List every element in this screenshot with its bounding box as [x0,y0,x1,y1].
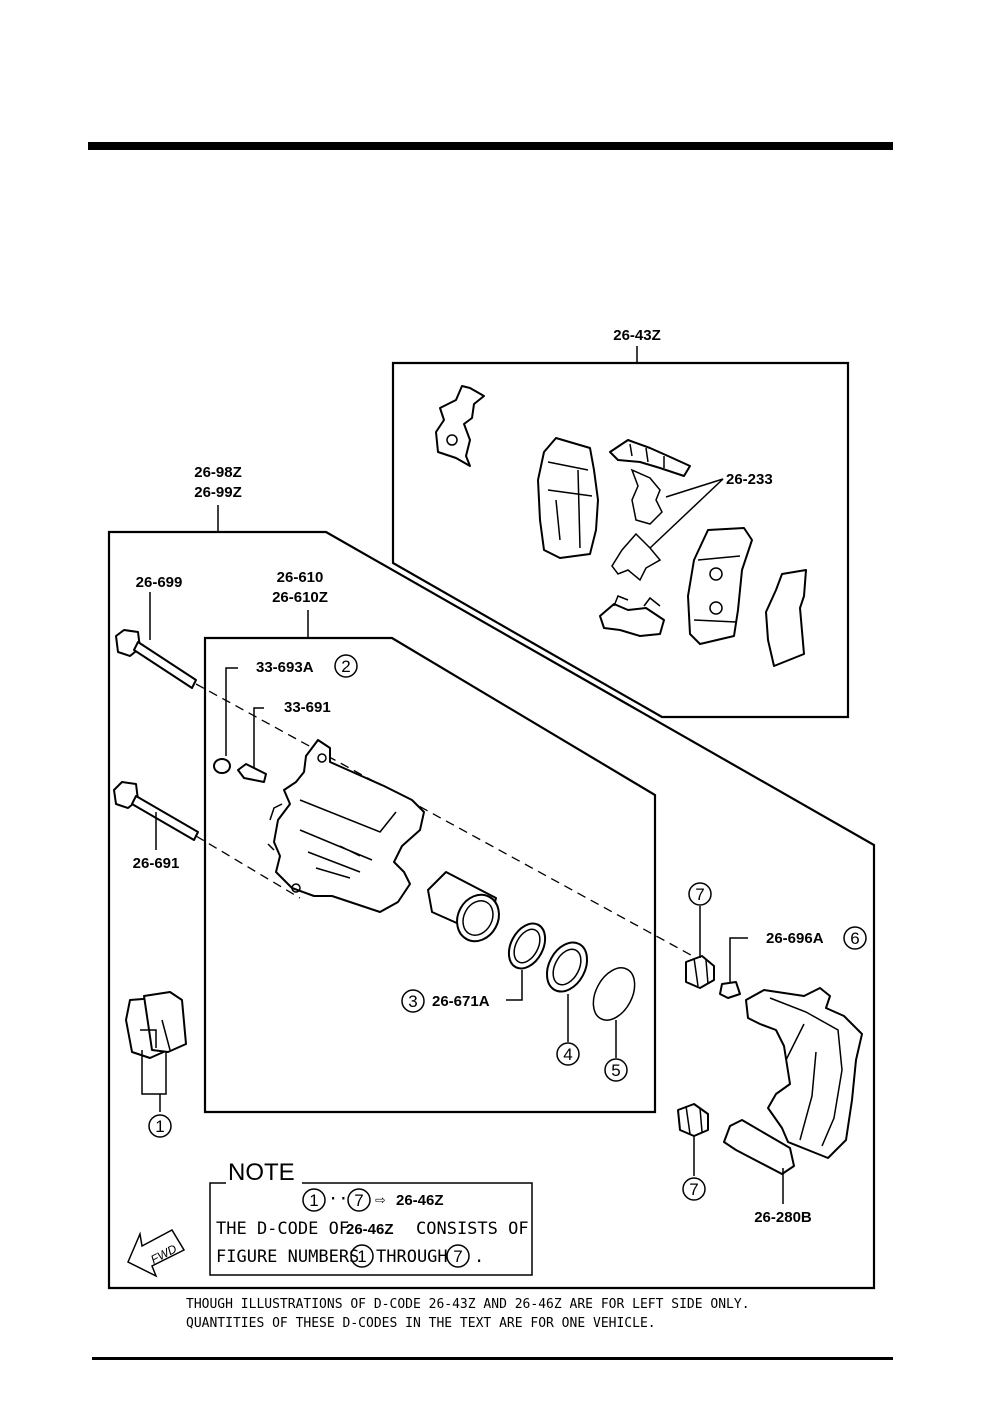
note-line3d: 7 [453,1247,462,1266]
pin-boot-upper: 7 [685,882,715,989]
note-range-target: 26-46Z [396,1192,444,1209]
figure-number-7a: 7 [695,885,704,904]
bolt-upper: 26-699 [115,574,197,689]
pad-kit-box [391,361,850,719]
fwd-label: FWD [148,1241,179,1266]
label-caliper-body-1: 26-610 [277,569,324,586]
ring: 5 [592,967,636,1082]
header-rule [88,142,893,150]
caliper-assembly-box [107,530,876,1290]
label-shim-clip: 26-233 [726,471,773,488]
caliper-body-box [203,636,657,1114]
piston-boot: 4 [545,941,589,1066]
caliper-body-group: 26-610 26-610Z [203,569,657,1114]
label-bleeder-screw: 33-691 [284,699,331,716]
label-bracket: 26-280B [754,1209,812,1226]
footer-line-1: THOUGH ILLUSTRATIONS OF D-CODE 26-43Z AN… [186,1297,750,1312]
note-title: NOTE [228,1159,295,1186]
bleeder-screw: 33-691 [237,699,331,783]
label-bolt-lower: 26-691 [133,855,180,872]
note-arrow: ⇨ [375,1190,386,1210]
pin-boot-lower: 7 [677,1103,709,1201]
caliper-assembly-group: 26-98Z 26-99Z [107,464,876,1290]
figure-number-6: 6 [850,929,859,948]
figure-number-1: 1 [155,1117,164,1136]
label-bleeder-cap: 33-693A [256,659,314,676]
shim-right [765,569,807,667]
caliper-housing [273,739,425,913]
figure-number-7c: 7 [689,1180,698,1199]
label-caliper-body-2: 26-610Z [272,589,328,606]
note-range-end: 7 [354,1191,363,1210]
figure-number-3: 3 [408,992,417,1011]
piston-seal: 3 26-671A [401,922,547,1013]
note-line2c: CONSISTS OF [416,1219,529,1239]
figure-number-4: 4 [563,1045,572,1064]
note-range-start: 1 [309,1191,318,1210]
pad-clip-lower [599,603,665,637]
note-line3b: 1 [357,1247,366,1266]
bracket-pin-lower: 26-280B [723,1119,812,1226]
caliper-bracket [745,987,863,1159]
figure-number-2: 2 [341,657,350,676]
bleeder-cap: 33-693A 2 [213,654,358,774]
shim-left [435,385,485,467]
figure-number-5: 5 [611,1061,620,1080]
label-bolt-upper: 26-699 [136,574,183,591]
pin-bushing: 26-696A 6 [719,926,867,999]
piston [427,871,500,943]
pad-clip-upper [609,439,691,477]
label-boot: 26-696A [766,930,824,947]
pad-shims-set: 1 [125,991,187,1138]
note-line2b: 26-46Z [346,1221,394,1238]
fwd-arrow-icon: FWD [127,1229,186,1278]
label-piston-seal: 26-671A [432,993,490,1010]
shim-spring-upper [630,468,663,525]
note-line3e: . [474,1247,484,1267]
note-line3c: THROUGH [376,1247,448,1267]
brake-pad-outer [687,527,753,645]
note-line3a: FIGURE NUMBERS [216,1247,359,1267]
note-range-dots: ·· [328,1189,348,1209]
label-pad-kit: 26-43Z [613,327,661,344]
footer-line-2: QUANTITIES OF THESE D-CODES IN THE TEXT … [186,1316,656,1331]
note-line2a: THE D-CODE OF [216,1219,349,1239]
note-box: NOTE 1 ·· 7 ⇨ 26-46Z THE D-CODE OF 26-46… [209,1159,533,1276]
pad-kit-group: 26-43Z 26-233 [391,327,850,719]
brake-pad-inner [537,437,599,559]
shim-spring-lower [611,532,662,582]
label-caliper-assy-1: 26-98Z [194,464,242,481]
bolt-lower: 26-691 [113,781,199,872]
footer-rule [92,1357,893,1360]
label-caliper-assy-2: 26-99Z [194,484,242,501]
